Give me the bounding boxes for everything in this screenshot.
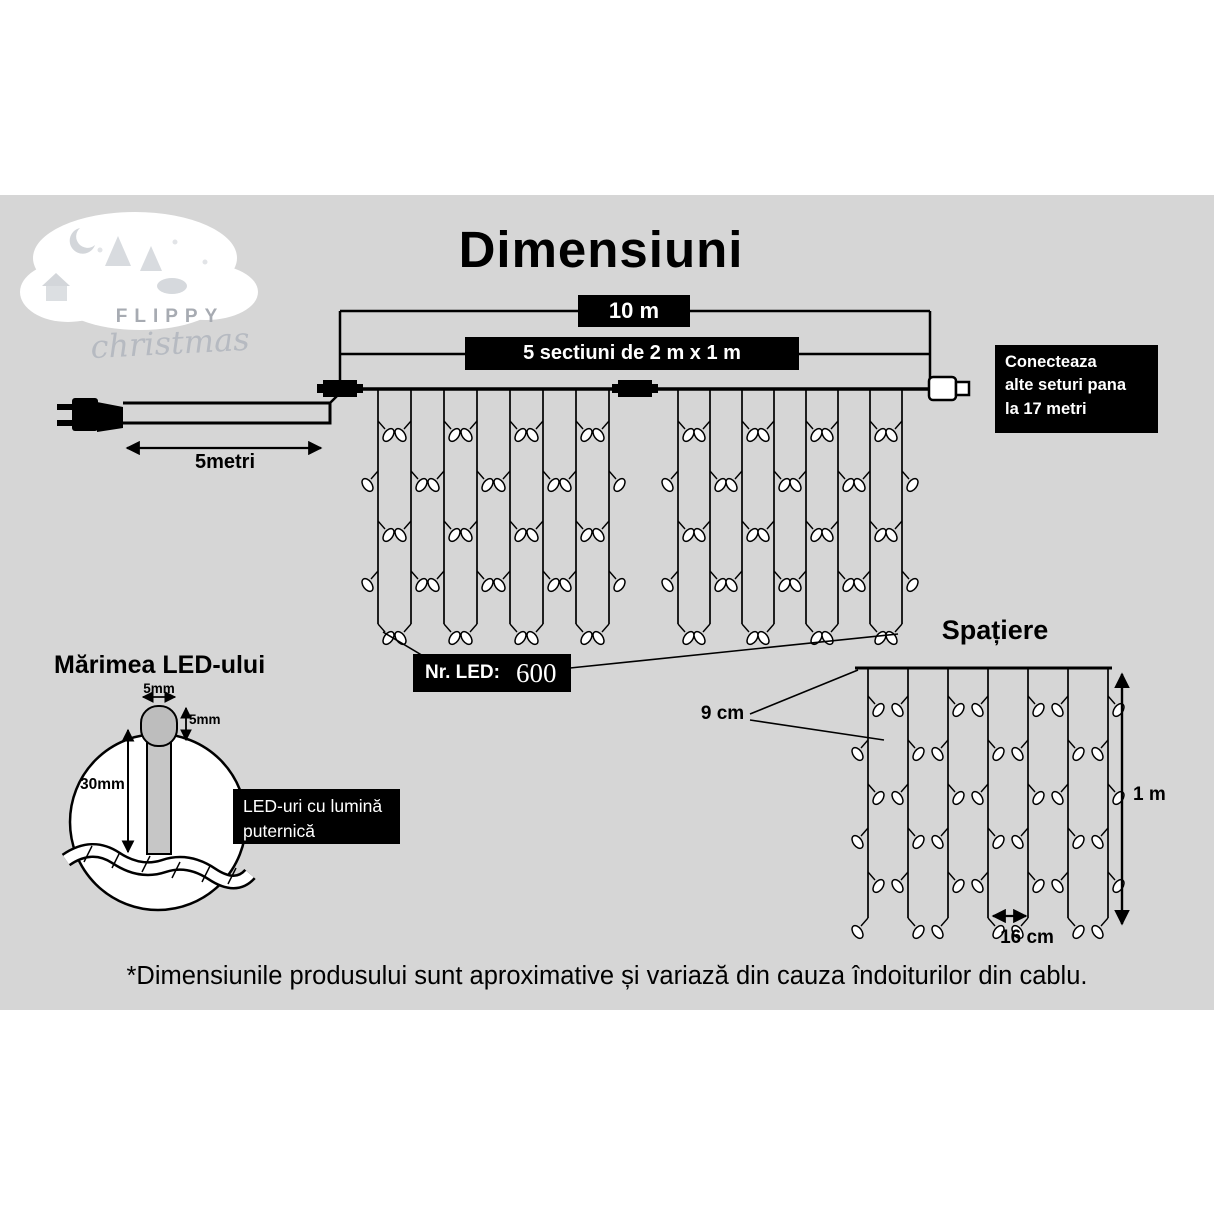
logo-cloud	[20, 212, 258, 330]
connect-note-line1: Conecteaza	[1005, 353, 1097, 371]
connect-note-badge: Conecteaza alte seturi pana la 17 metri	[995, 345, 1158, 433]
connect-note-line2: alte seturi pana	[1005, 376, 1127, 395]
lead-wire	[123, 395, 338, 425]
tree-icon	[105, 236, 131, 266]
logo-brand-name: FLIPPY	[115, 306, 225, 327]
led-width-label: 5mm	[143, 681, 175, 696]
led-size-section-title: Mărimea LED-ului	[54, 651, 266, 679]
led-note-line2: puternică	[243, 821, 315, 842]
curtain-section-left	[361, 389, 626, 646]
house-icon	[46, 286, 67, 301]
connector-left-icon	[317, 380, 363, 397]
tree-icon	[140, 246, 162, 271]
moon-icon	[69, 228, 95, 254]
led-head-height-label: 5mm	[189, 712, 221, 727]
led-count-label: Nr. LED:	[425, 662, 500, 683]
total-length-badge: 10 m	[578, 295, 690, 327]
led-size-figure	[61, 691, 256, 912]
sections-badge: 5 sectiuni de 2 m x 1 m	[465, 337, 799, 370]
power-plug-icon	[57, 398, 123, 432]
page-title: Dimensiuni	[458, 221, 744, 278]
spacing-gap-pointers	[749, 669, 885, 741]
led-body	[146, 740, 172, 855]
led-count-value: 600	[515, 657, 557, 688]
spacing-curtain	[851, 668, 1125, 940]
spacing-section-title: Spațiere	[941, 615, 1049, 645]
house-roof-icon	[42, 273, 70, 286]
connect-note-line3: la 17 metri	[1005, 399, 1087, 418]
led-head	[140, 705, 178, 747]
curtain-height-label: 1 m	[1133, 784, 1166, 805]
connector-middle-icon	[612, 380, 658, 397]
led-count-badge: Nr. LED: 600	[413, 654, 571, 692]
led-body-height-label: 30mm	[80, 776, 125, 793]
connector-end-icon	[927, 375, 971, 402]
deer-icon	[157, 278, 187, 294]
spacing-gap-top-label: 9 cm	[700, 703, 745, 724]
disclaimer-text: *Dimensiunile produsului sunt aproximati…	[126, 962, 1088, 990]
twisted-cable-icon	[61, 843, 256, 890]
spacing-gap-bottom-label: 16 cm	[1000, 927, 1054, 948]
led-brightness-note-badge: LED-uri cu lumină puternică	[233, 789, 400, 844]
led-note-line1: LED-uri cu lumină	[243, 796, 383, 816]
lead-length-label: 5metri	[194, 451, 256, 473]
curtain-section-right	[661, 389, 919, 646]
